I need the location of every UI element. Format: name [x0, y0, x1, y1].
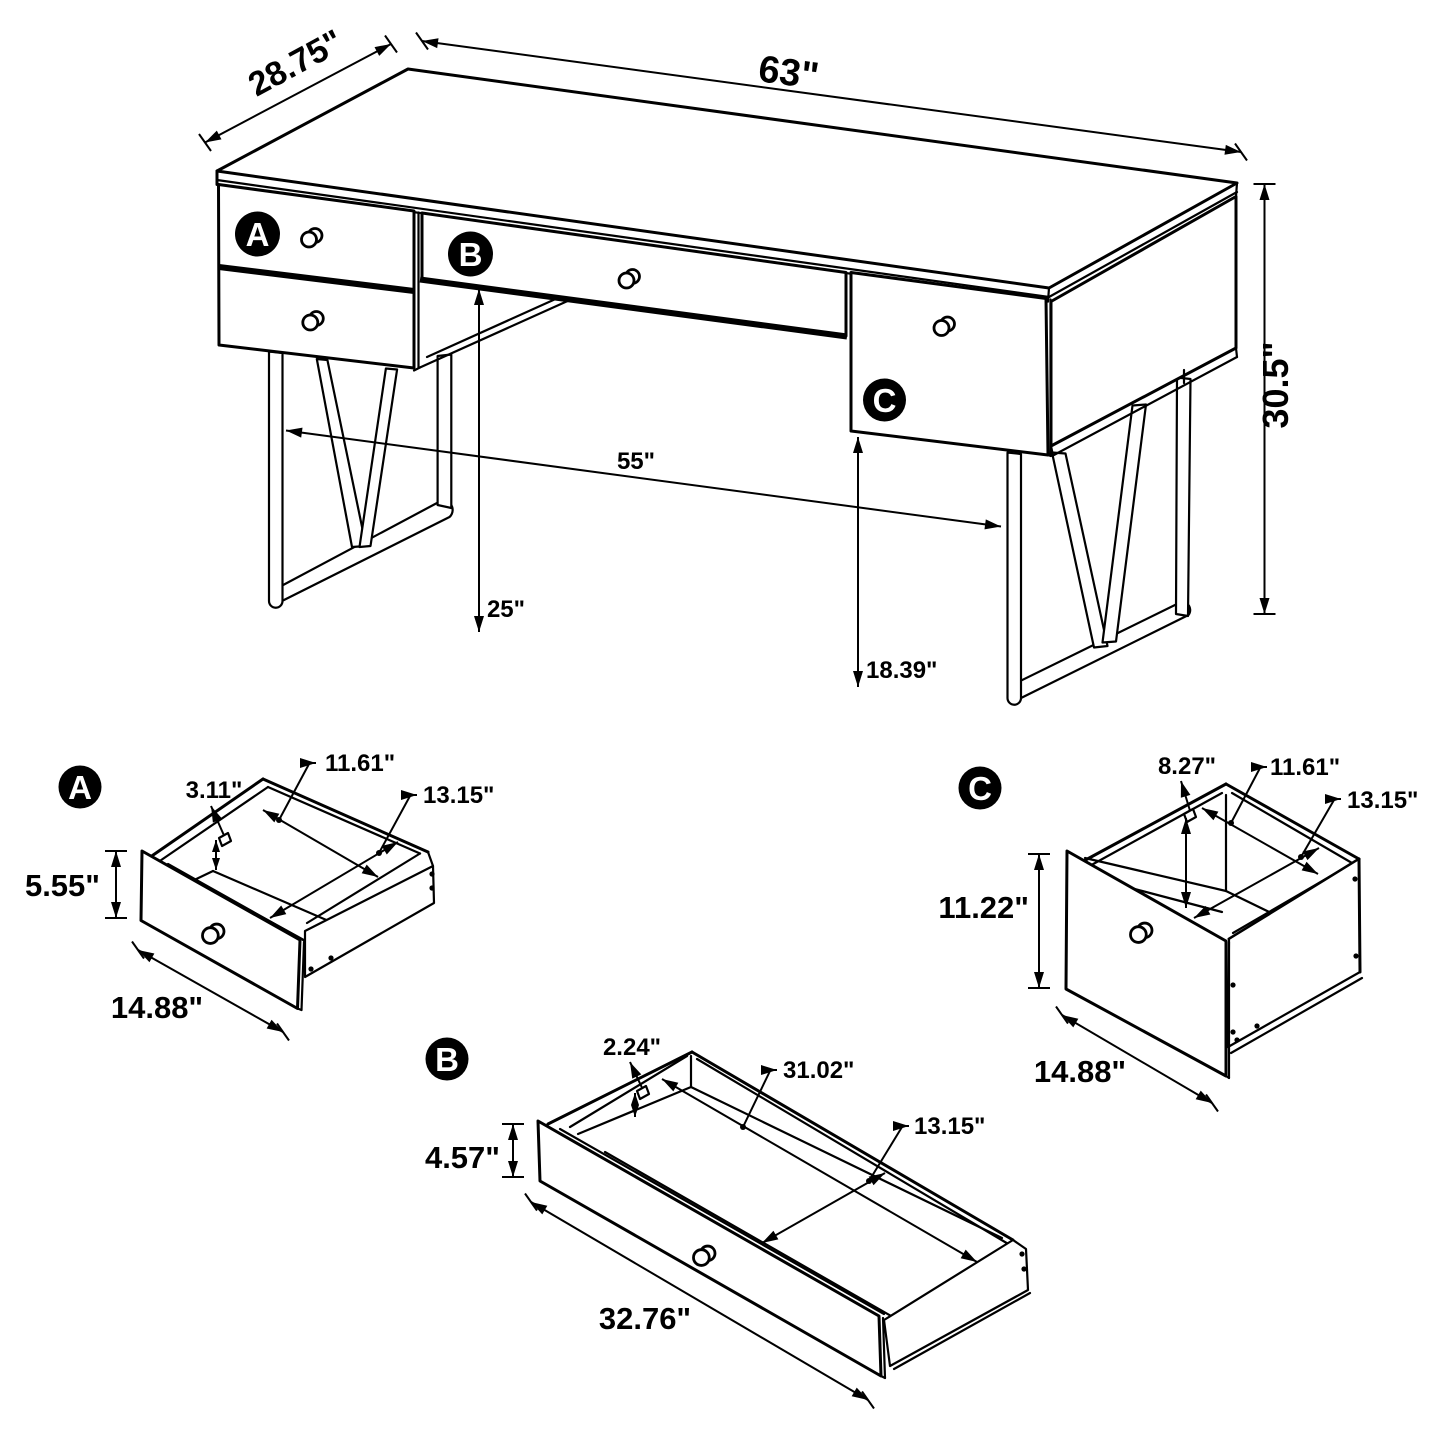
- svg-text:2.24": 2.24": [603, 1034, 661, 1061]
- svg-text:11.61": 11.61": [1270, 754, 1340, 781]
- svg-text:5.55": 5.55": [25, 868, 100, 903]
- svg-text:C: C: [873, 382, 897, 419]
- svg-text:C: C: [968, 770, 992, 807]
- svg-text:13.15": 13.15": [914, 1113, 985, 1140]
- svg-text:B: B: [435, 1041, 459, 1078]
- svg-text:14.88": 14.88": [1034, 1054, 1126, 1089]
- svg-text:B: B: [459, 236, 483, 273]
- svg-text:3.11": 3.11": [186, 777, 243, 804]
- svg-text:18.39": 18.39": [866, 657, 937, 684]
- svg-text:32.76": 32.76": [599, 1301, 691, 1336]
- svg-text:55": 55": [617, 448, 655, 475]
- svg-text:14.88": 14.88": [111, 990, 203, 1025]
- svg-text:13.15": 13.15": [423, 782, 494, 809]
- svg-text:A: A: [68, 769, 92, 806]
- svg-text:11.22": 11.22": [938, 890, 1029, 925]
- svg-text:13.15": 13.15": [1347, 787, 1418, 814]
- svg-text:A: A: [246, 216, 270, 253]
- svg-text:11.61": 11.61": [325, 750, 395, 777]
- svg-text:30.5": 30.5": [1255, 341, 1296, 428]
- svg-text:31.02": 31.02": [783, 1057, 854, 1084]
- svg-text:8.27": 8.27": [1158, 753, 1216, 780]
- svg-text:25": 25": [487, 596, 525, 623]
- svg-text:63": 63": [756, 48, 821, 98]
- svg-text:4.57": 4.57": [425, 1140, 500, 1175]
